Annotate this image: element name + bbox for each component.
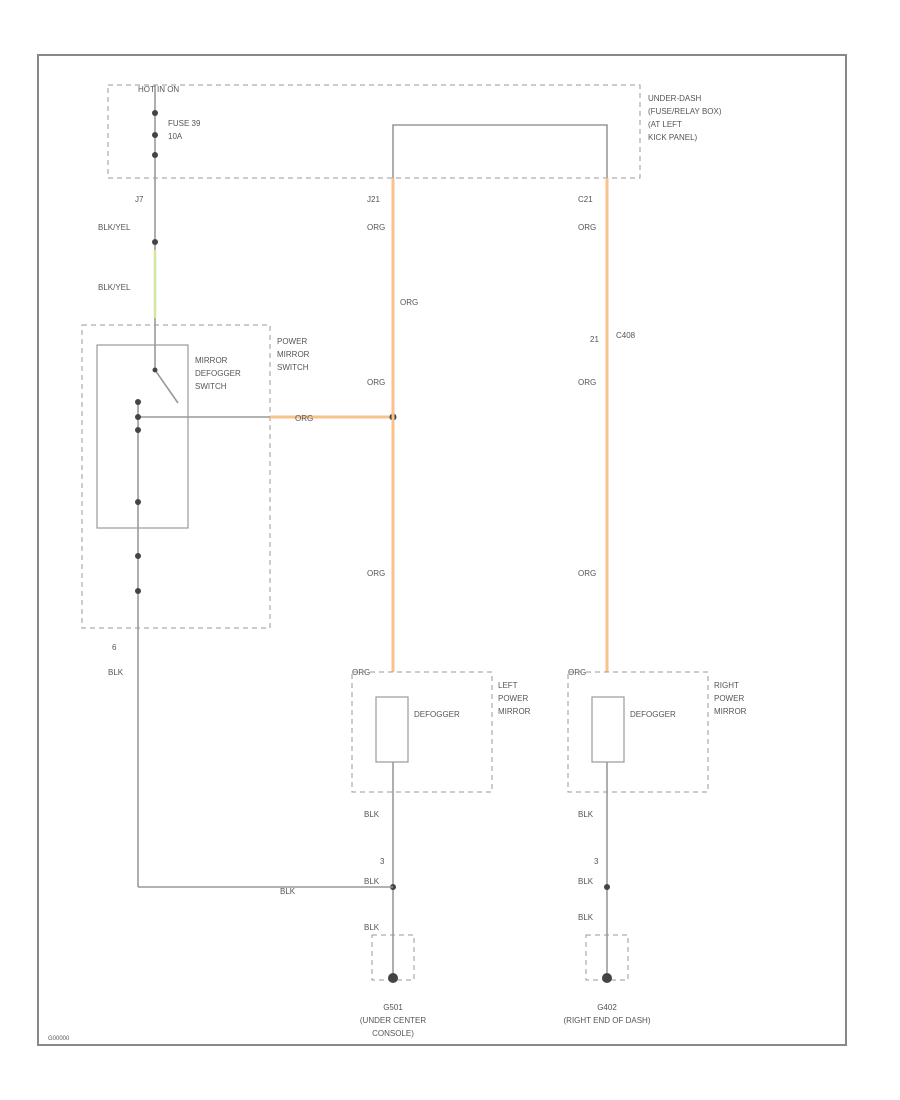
wire-label: ORG: [578, 378, 596, 387]
wire-label: BLK: [578, 877, 594, 886]
diagram-frame: [37, 54, 847, 1046]
left-power-mirror: [351, 671, 493, 793]
wire-label: BLK/YEL: [98, 283, 131, 292]
connector-c21: C21: [578, 195, 593, 204]
svg-text:SWITCH: SWITCH: [277, 363, 309, 372]
hot-label: HOT IN ON: [138, 85, 179, 94]
figure-id: G00000: [48, 1036, 70, 1042]
power-mirror-switch: [81, 324, 271, 629]
svg-text:MIRROR: MIRROR: [277, 350, 310, 359]
wire-label: ORG: [400, 298, 418, 307]
right-mirror-label: RIGHT POWER MIRROR: [714, 681, 747, 716]
connector-j21: J21: [367, 195, 380, 204]
wire-label: ORG: [578, 223, 596, 232]
switch-outer-label: POWER MIRROR SWITCH: [277, 337, 310, 372]
mirror-defogger-switch: [96, 344, 189, 529]
fuse-rating: 10A: [168, 132, 183, 141]
ground-g501: [388, 973, 398, 983]
switch-contact: [154, 369, 179, 404]
svg-text:MIRROR: MIRROR: [498, 707, 531, 716]
wire-label: BLK: [364, 923, 380, 932]
svg-text:KICK PANEL): KICK PANEL): [648, 133, 698, 142]
fuse-box-name: UNDER-DASH (FUSE/RELAY BOX) (AT LEFT KIC…: [648, 94, 722, 142]
right-power-mirror: [567, 671, 709, 793]
fuse-label: FUSE 39: [168, 119, 201, 128]
connector-j7: J7: [135, 195, 144, 204]
wire-label: ORG: [295, 414, 313, 423]
svg-text:SWITCH: SWITCH: [195, 382, 227, 391]
svg-text:(AT LEFT: (AT LEFT: [648, 120, 682, 129]
wire-label: BLK: [578, 913, 594, 922]
switch-inner-label: MIRROR DEFOGGER SWITCH: [195, 356, 241, 391]
svg-text:(RIGHT END OF DASH): (RIGHT END OF DASH): [564, 1016, 651, 1025]
wire-label: ORG: [578, 569, 596, 578]
wire-label: ORG: [367, 223, 385, 232]
pin-label: 21: [590, 335, 599, 344]
svg-text:POWER: POWER: [498, 694, 528, 703]
wire-label: ORG: [367, 569, 385, 578]
wire-label: BLK: [280, 887, 296, 896]
left-mirror-label: LEFT POWER MIRROR: [498, 681, 531, 716]
svg-text:POWER: POWER: [277, 337, 307, 346]
wire-label: BLK: [364, 810, 380, 819]
svg-text:DEFOGGER: DEFOGGER: [195, 369, 241, 378]
svg-text:LEFT: LEFT: [498, 681, 518, 690]
right-defogger-element: [591, 696, 625, 763]
pin-label: 6: [112, 643, 117, 652]
defogger-label: DEFOGGER: [630, 710, 676, 719]
svg-text:UNDER-DASH: UNDER-DASH: [648, 94, 702, 103]
ground-label: G402: [597, 1003, 617, 1012]
wire-label: BLK/YEL: [98, 223, 131, 232]
defogger-label: DEFOGGER: [414, 710, 460, 719]
fuse-relay-box: [107, 84, 641, 179]
pin-label: 3: [380, 857, 385, 866]
wire-label: ORG: [367, 378, 385, 387]
pin-label: 3: [594, 857, 599, 866]
ground-label: G501: [383, 1003, 403, 1012]
svg-text:CONSOLE): CONSOLE): [372, 1029, 414, 1038]
fuse-terminal: [152, 110, 158, 116]
svg-text:RIGHT: RIGHT: [714, 681, 739, 690]
svg-text:MIRROR: MIRROR: [195, 356, 228, 365]
wire-label: BLK: [578, 810, 594, 819]
connector-c408: C408: [616, 331, 636, 340]
wire-label: BLK: [108, 668, 124, 677]
svg-text:MIRROR: MIRROR: [714, 707, 747, 716]
left-defogger-element: [375, 696, 409, 763]
ground-g402: [602, 973, 612, 983]
svg-text:(FUSE/RELAY BOX): (FUSE/RELAY BOX): [648, 107, 722, 116]
svg-text:(UNDER CENTER: (UNDER CENTER: [360, 1016, 426, 1025]
svg-text:POWER: POWER: [714, 694, 744, 703]
wire-label: BLK: [364, 877, 380, 886]
